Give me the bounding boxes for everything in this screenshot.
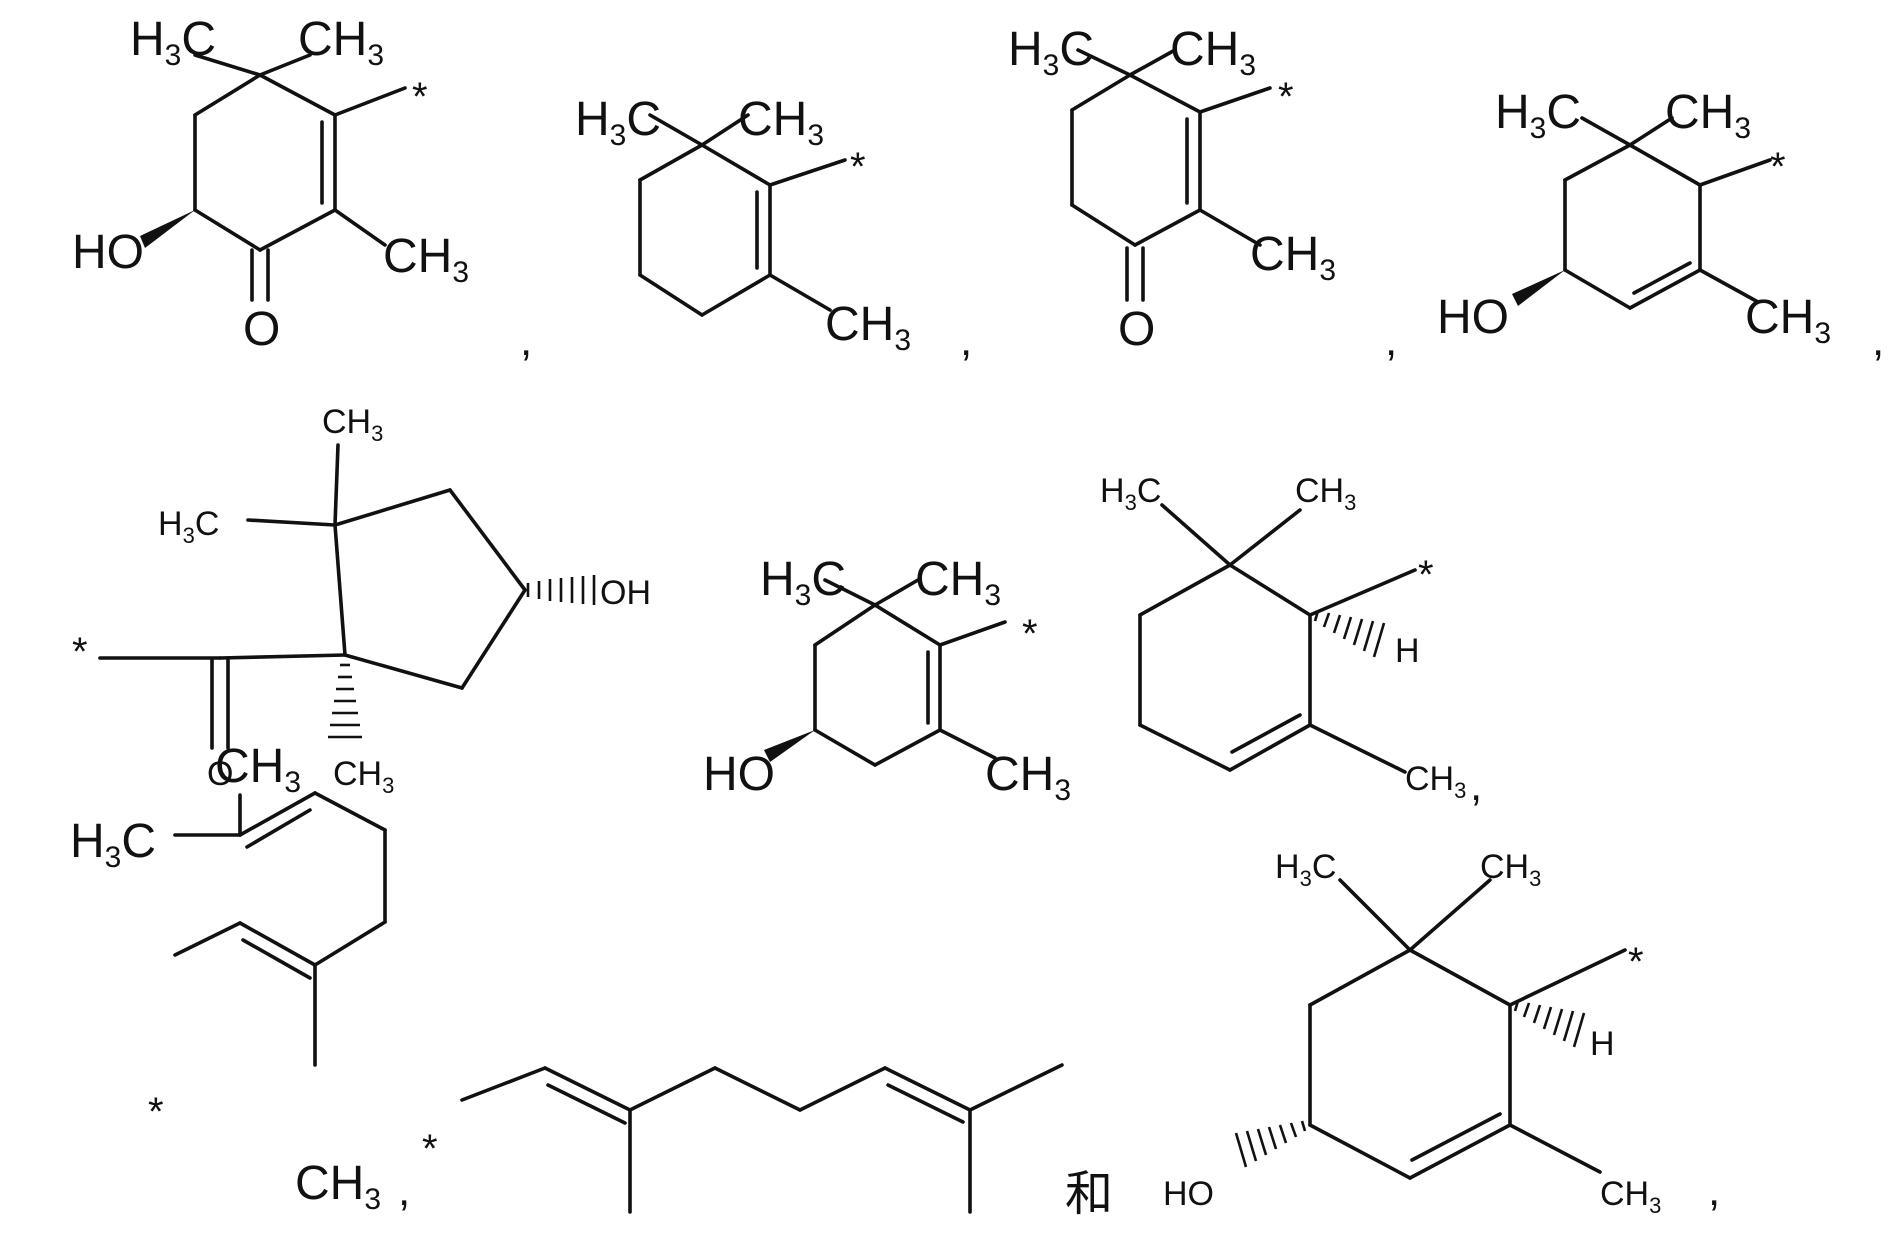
ch3-label: CH3 <box>1600 1175 1661 1218</box>
ch3-label: CH3 <box>1480 848 1541 891</box>
h3c-label: H3C <box>1100 472 1161 515</box>
ch3-label: CH3 <box>1295 472 1356 515</box>
ch3-label: CH3 <box>295 1157 381 1216</box>
ch3-label: CH3 <box>1745 291 1831 350</box>
ch3-label: CH3 <box>1665 86 1751 145</box>
h3c-label: H3C <box>1275 848 1336 891</box>
hydroxyl-label: OH <box>600 574 651 612</box>
h3c-label: H3C <box>158 505 219 548</box>
attachment-star: * <box>1022 612 1038 656</box>
oxygen-label: O <box>243 303 280 356</box>
attachment-star: * <box>148 1090 164 1134</box>
structure-3: H3C CH3 * CH3 O , <box>1008 23 1397 365</box>
hashed-bond <box>1513 1000 1586 1048</box>
hydroxyl-label: HO <box>1437 291 1509 344</box>
ch3-label: CH3 <box>1170 23 1256 82</box>
attachment-star: * <box>1418 553 1434 597</box>
structure-4: H3C CH3 * HO CH3 , <box>1437 86 1884 365</box>
separator-comma: , <box>1470 761 1482 810</box>
attachment-star: * <box>412 75 428 119</box>
attachment-star: * <box>1628 940 1644 984</box>
separator-comma: , <box>398 1166 410 1215</box>
separator-comma: , <box>1708 1166 1720 1215</box>
hydroxyl-label: HO <box>1163 1175 1214 1213</box>
hashed-bond <box>1313 610 1386 658</box>
h3c-label: H3C <box>575 93 661 152</box>
ch3-label: CH3 <box>738 93 824 152</box>
ch3-label: CH3 <box>215 740 301 799</box>
hydroxyl-label: HO <box>703 748 775 801</box>
h3c-label: H3C <box>70 815 156 874</box>
hydrogen-label: H <box>1395 632 1420 670</box>
hydrogen-label: H <box>1590 1025 1615 1063</box>
separator-comma: , <box>1385 316 1397 365</box>
separator-comma: , <box>960 316 972 365</box>
hydroxyl-label: HO <box>72 226 144 279</box>
ch3-label: CH3 <box>1405 760 1466 803</box>
h3c-label: H3C <box>1495 86 1581 145</box>
hashed-bond <box>328 663 362 739</box>
structure-6: H3C CH3 * HO CH3 <box>703 553 1071 807</box>
ch3-label: CH3 <box>322 403 383 446</box>
attachment-star: * <box>422 1127 438 1171</box>
separator-comma: , <box>520 316 532 365</box>
structure-7: H3C CH3 * H CH3 , <box>1100 472 1482 810</box>
structure-2: H3C CH3 * CH3 , <box>575 93 972 365</box>
ch3-label: CH3 <box>825 298 911 357</box>
structure-9: * <box>422 1063 1064 1214</box>
h3c-label: H3C <box>1008 23 1094 82</box>
ch3-label: CH3 <box>1250 228 1336 287</box>
attachment-star: * <box>72 630 88 674</box>
h3c-label: H3C <box>760 553 846 612</box>
structure-1: H3C CH3 * HO CH3 O , <box>72 13 532 365</box>
attachment-star: * <box>850 145 866 189</box>
ch3-label: CH3 <box>915 553 1001 612</box>
ch3-label: CH3 <box>383 230 469 289</box>
conjunction-text: 和 <box>1065 1168 1113 1221</box>
oxygen-label: O <box>207 755 233 793</box>
ch3-label: CH3 <box>333 755 394 798</box>
attachment-star: * <box>1278 75 1294 119</box>
ch3-label: CH3 <box>298 13 384 72</box>
structure-10: H3C CH3 * H HO CH3 , <box>1163 848 1720 1218</box>
attachment-star: * <box>1770 145 1786 189</box>
hashed-bond <box>1234 1120 1307 1168</box>
oxygen-label: O <box>1118 303 1155 356</box>
ch3-label: CH3 <box>985 748 1071 807</box>
structure-5: CH3 H3C OH * O CH3 <box>72 403 651 798</box>
separator-comma: , <box>1872 316 1884 365</box>
h3c-label: H3C <box>130 13 216 72</box>
structure-8: CH3 H3C * CH3 , <box>70 740 410 1216</box>
hashed-bond <box>526 575 596 605</box>
